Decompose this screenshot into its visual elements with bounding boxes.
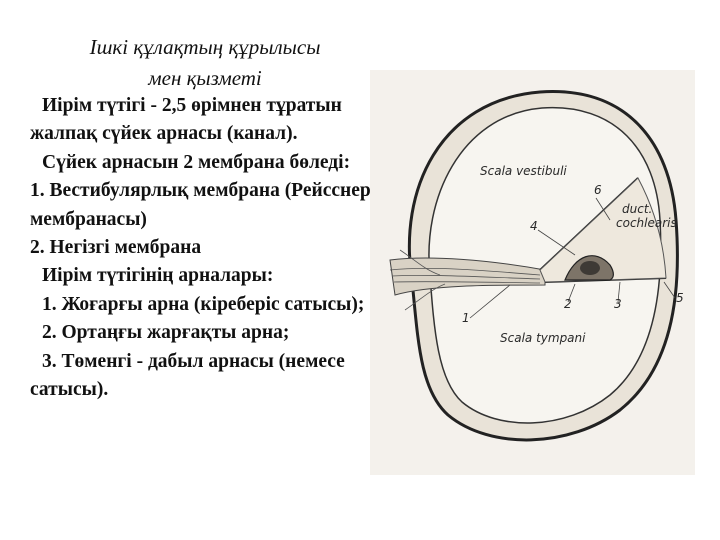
label-duct-line2: cochlearis xyxy=(616,216,677,230)
label-number-2: 2 xyxy=(564,297,572,311)
label-leaders xyxy=(469,197,676,319)
label-number-1: 1 xyxy=(462,311,470,325)
paragraph-channels: Иірім түтігінің арналары: xyxy=(42,265,274,287)
list-item-lower-channel: 3. Төменгі - дабыл арнасы (немесе сатысы… xyxy=(30,350,345,401)
cochlear-duct xyxy=(539,177,667,283)
label-scala-tympani: Scala tympani xyxy=(500,331,586,345)
title-line-1: Ішкі құлақтың құрылысы xyxy=(89,35,321,59)
label-number-6: 6 xyxy=(594,183,602,197)
slide-body: Иірім түтігі - 2,5 өрімнен тұратын жалпа… xyxy=(30,92,375,404)
list-item-upper-channel: 1. Жоғарғы арна (кіреберіс сатысы); xyxy=(42,293,365,315)
list-item-basilar-membrane: 2. Негізгі мембрана xyxy=(30,237,202,259)
paragraph-cochlea: Иірім түтігі - 2,5 өрімнен тұратын жалпа… xyxy=(30,95,342,145)
slide-title: Ішкі құлақтың құрылысы мен қызметі xyxy=(40,32,370,94)
cochlea-cross-section-figure: Scala vestibuli duct. cochlearis Scala t… xyxy=(370,70,695,475)
label-number-3: 3 xyxy=(614,297,622,311)
paragraph-membranes: Сүйек арнасын 2 мембрана бөледі: xyxy=(42,151,351,173)
cochlea-diagram: Scala vestibuli duct. cochlearis Scala t… xyxy=(370,70,695,475)
hair-cells xyxy=(580,261,600,275)
label-number-5: 5 xyxy=(676,291,684,305)
label-duct-line1: duct. xyxy=(622,202,652,216)
nerve-fibers xyxy=(389,249,541,311)
list-item-vestibular-membrane: 1. Вестибулярлық мембрана (Рейсснер мемб… xyxy=(30,180,371,230)
label-number-4: 4 xyxy=(530,219,538,233)
list-item-middle-channel: 2. Ортаңғы жарғақты арна; xyxy=(42,322,290,344)
title-line-2: мен қызметі xyxy=(148,66,262,90)
label-scala-vestibuli: Scala vestibuli xyxy=(480,164,567,178)
